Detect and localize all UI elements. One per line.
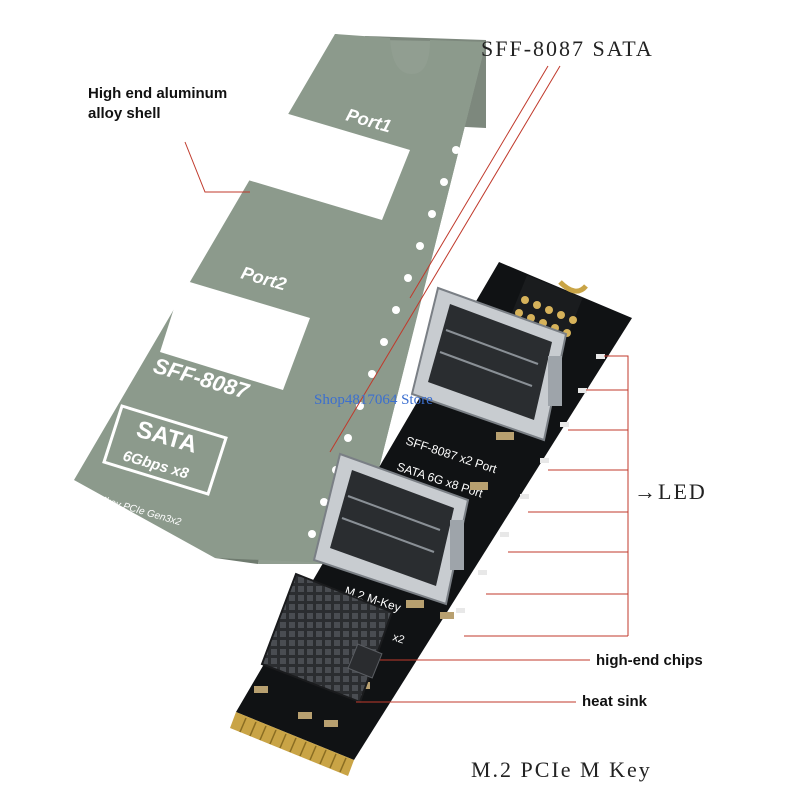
controller-chip (347, 643, 383, 679)
pcb-board: SFF-8087 x2 Port SATA 6G x8 Port M.2 M-K… (230, 262, 632, 776)
mounting-notch (558, 280, 588, 294)
leader-led-spine (604, 355, 629, 636)
leader-shell (184, 141, 250, 193)
callout-m2-pcie-m-key: M.2 PCIe M Key (471, 757, 652, 782)
callout-sff8087-sata: SFF-8087 SATA (481, 36, 654, 61)
sff8087-connector-port1 (410, 286, 568, 442)
leader-sff-upper (409, 65, 549, 299)
aluminum-shell: Port1 Port2 SFF-8087 SATA 6Gbps x8 M.2 M… (74, 34, 486, 564)
led-row (456, 354, 605, 613)
leader-sff-lower (329, 65, 561, 453)
sff8087-connector-port2 (312, 452, 470, 606)
callout-shell-line1: High end aluminum (88, 85, 228, 102)
callout-shell-line2: alloy shell (88, 105, 161, 122)
shell-port2-window (160, 280, 310, 390)
shell-port1-window (248, 110, 410, 220)
callout-heat-sink: heat sink (582, 693, 648, 710)
callout-aluminum-shell: High end aluminum alloy shell (88, 84, 227, 124)
m2-edge-connector (230, 712, 354, 776)
store-watermark: Shop4817064 Store (314, 392, 433, 408)
shell-sata-badge-frame (102, 404, 228, 496)
callout-led: →LED (634, 479, 707, 504)
pcb-silkscreen-x2: x2 (391, 631, 406, 646)
callout-leader-lines (184, 65, 629, 703)
callout-high-end-chips: high-end chips (596, 652, 703, 669)
